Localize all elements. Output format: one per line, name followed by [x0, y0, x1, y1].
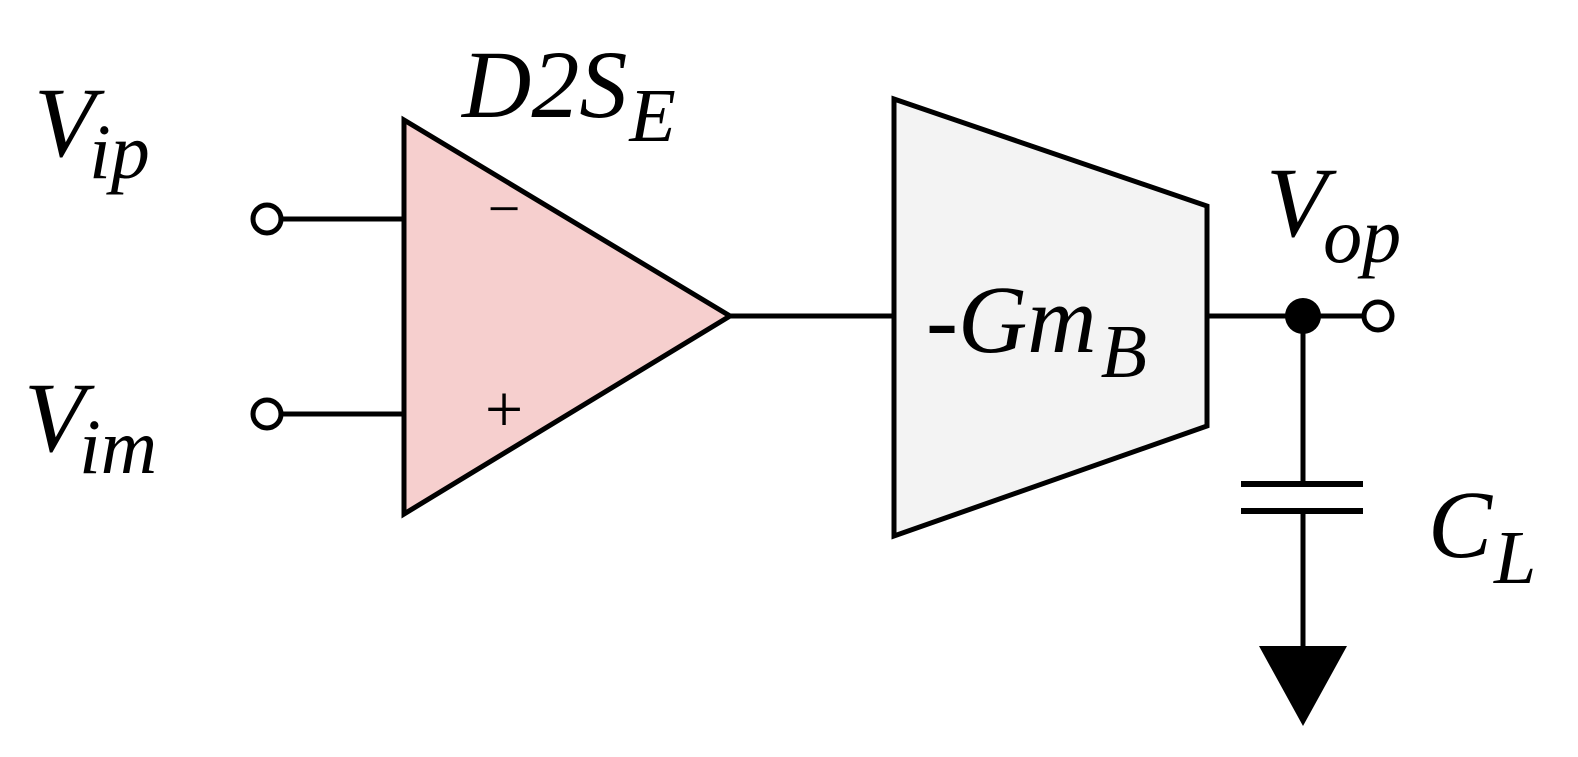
d2s-label: D2SE [460, 31, 676, 158]
vim-terminal [250, 397, 284, 431]
vip-label: Vip [34, 67, 150, 195]
gm-label: -GmB [926, 266, 1147, 394]
gm-transconductor-trapezoid [891, 95, 1210, 540]
ground-icon [1259, 646, 1347, 726]
vop-terminal [1361, 299, 1395, 333]
d2s-amplifier-triangle [401, 115, 735, 519]
minus-sign: − [488, 176, 521, 241]
vip-terminal [250, 202, 284, 236]
plus-sign: + [485, 371, 523, 447]
vop-label: Vop [1266, 147, 1401, 279]
vim-label: Vim [24, 362, 157, 490]
cl-label: CL [1428, 471, 1536, 600]
